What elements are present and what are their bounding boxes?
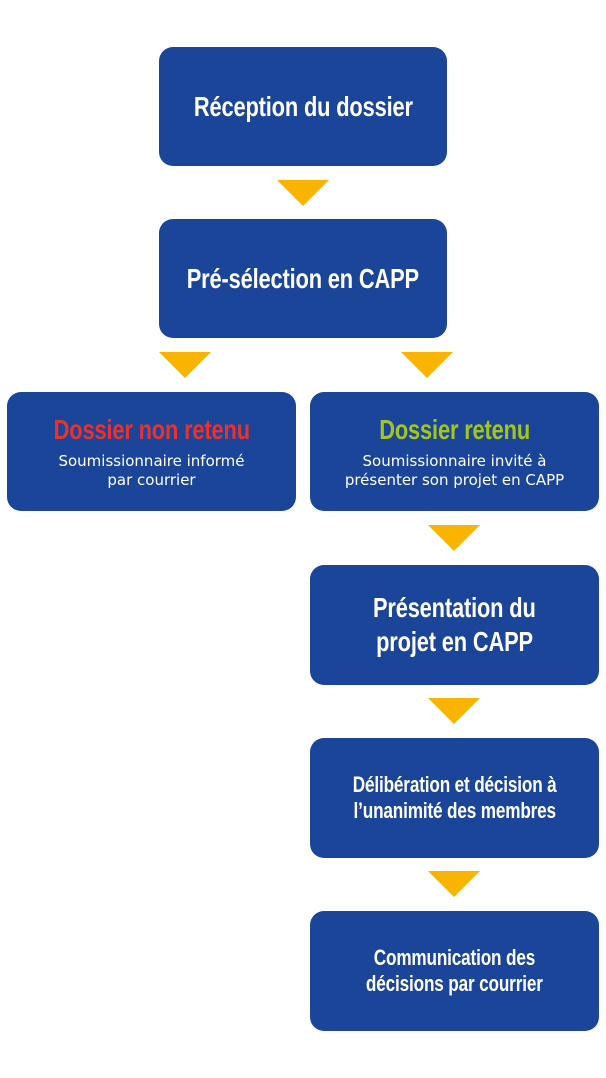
step-communication-box: Communication des décisions par courrier [310,911,599,1031]
down-arrow-icon [401,352,453,378]
step-accepted-subtitle: Soumissionnaire invité à présenter son p… [345,452,564,490]
step-deliberation-title-line1: Délibération et décision à [352,771,557,797]
step-accepted-title: Dossier retenu [379,413,530,445]
step-accepted-subtitle-line1: Soumissionnaire invité à [362,452,547,471]
step-presentation-box: Présentation du projet en CAPP [310,565,599,685]
step-deliberation-box: Délibération et décision à l’unanimité d… [310,738,599,858]
step-rejected-subtitle-line1: Soumissionnaire informé [58,452,245,471]
step-rejected-box: Dossier non retenu Soumissionnaire infor… [7,392,296,511]
down-arrow-icon [277,180,329,206]
step-rejected-subtitle: Soumissionnaire informé par courrier [58,452,244,490]
step-rejected-subtitle-line2: par courrier [107,471,196,490]
step-presentation-title-line1: Présentation du [373,592,536,624]
step-communication-title-line2: décisions par courrier [366,971,543,996]
down-arrow-icon [159,352,211,378]
down-arrow-icon [428,698,480,724]
step-accepted-box: Dossier retenu Soumissionnaire invité à … [310,392,599,511]
step-reception-box: Réception du dossier [159,47,447,166]
step-presentation-title-line2: projet en CAPP [376,626,533,657]
step-communication-title-line1: Communication des [373,944,536,970]
step-accepted-subtitle-line2: présenter son projet en CAPP [344,471,565,490]
step-preselection-title: Pré-sélection en CAPP [186,262,420,294]
step-rejected-title: Dossier non retenu [53,413,250,445]
step-deliberation-title-line2: l’unanimité des membres [353,798,556,823]
down-arrow-icon [428,525,480,551]
down-arrow-icon [428,871,480,897]
step-reception-title: Réception du dossier [193,90,413,122]
step-preselection-box: Pré-sélection en CAPP [159,219,447,338]
